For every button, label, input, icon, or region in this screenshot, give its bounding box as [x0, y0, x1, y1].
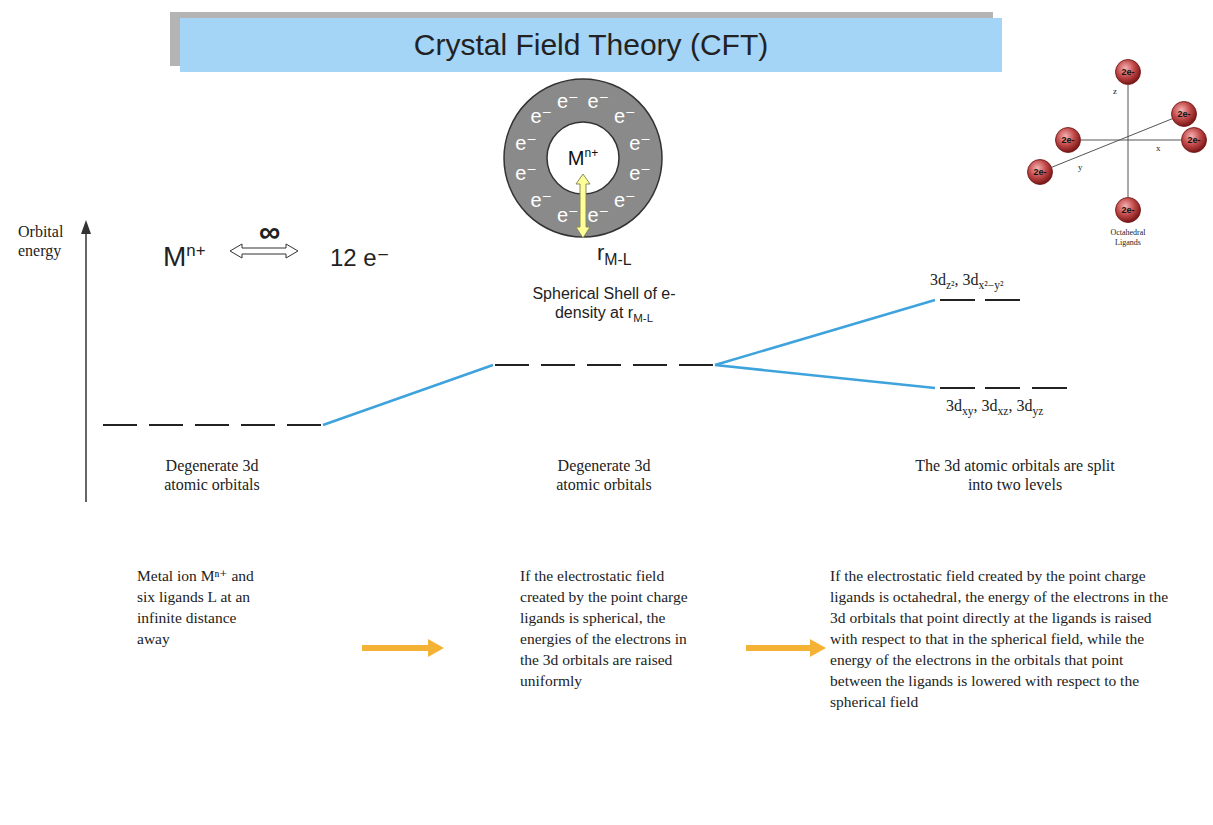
step-note-text: Metal ion Mⁿ⁺ and six ligands L at an in… — [137, 567, 254, 647]
electron-label: e⁻ — [557, 91, 579, 111]
flow-arrow — [746, 645, 812, 651]
ligand-charge: 2e- — [1187, 136, 1200, 145]
electron-label: e⁻ — [587, 205, 609, 225]
axis-letter: y — [1078, 162, 1083, 173]
t2g-label-text: , 3d — [1008, 397, 1032, 414]
eg-label-text: , 3d — [955, 271, 979, 288]
ligand-charge: 2e- — [1177, 110, 1190, 119]
level-caption-text: Degenerate 3d atomic orbitals — [556, 457, 652, 493]
ion-symbol: Mn+ — [568, 146, 598, 170]
electron-count-text: 12 e⁻ — [330, 244, 389, 271]
level-caption-text: Degenerate 3d atomic orbitals — [164, 457, 260, 493]
ligand-sphere: 2e- — [1181, 127, 1207, 153]
electron-label: e⁻ — [515, 163, 537, 183]
ion-label: Mn+ — [163, 240, 205, 274]
axis-letter: x — [1156, 143, 1161, 154]
t2g-label-text: xz — [998, 405, 1009, 417]
title-text: Crystal Field Theory (CFT) — [414, 28, 769, 62]
radius-label: rM-L — [597, 240, 632, 269]
ion-label-text: M — [163, 241, 186, 272]
ligand-sphere: 2e- — [1115, 197, 1141, 223]
eg-label-text: 3d — [930, 271, 946, 288]
coordinate-axis — [1052, 119, 1172, 167]
energy-axis — [85, 232, 87, 502]
shell-label-text: Spherical Shell of e- density at r — [532, 285, 675, 321]
coordinate-axis — [1128, 85, 1129, 197]
level-caption-text: The 3d atomic orbitals are split into tw… — [915, 457, 1115, 493]
axis-letter-text: y — [1078, 162, 1083, 172]
ligand-sphere: 2e- — [1027, 159, 1053, 185]
level-caption: Degenerate 3d atomic orbitals — [142, 456, 282, 494]
axis-letter: z — [1113, 86, 1117, 97]
step-note: If the electrostatic field created by th… — [520, 565, 708, 691]
radius-label-text: r — [597, 240, 604, 265]
figure-caption-text: Octahedral Ligands — [1110, 228, 1145, 247]
eg-label: 3dz², 3dx²−y² — [930, 270, 1004, 293]
shell-label-text: M-L — [633, 312, 653, 324]
t2g-label-text: yz — [1032, 405, 1043, 417]
level-caption: The 3d atomic orbitals are split into tw… — [915, 456, 1115, 494]
axis-label: Orbital energy — [18, 222, 82, 260]
infinity-label-text: ∞ — [259, 215, 280, 248]
eg-label-text: z² — [946, 279, 955, 291]
t2g-label-text: 3d — [946, 397, 962, 414]
electron-count: 12 e⁻ — [330, 244, 389, 273]
electron-label: e⁻ — [629, 133, 651, 153]
step-note: If the electrostatic field created by th… — [830, 565, 1175, 712]
step-note-text: If the electrostatic field created by th… — [830, 567, 1168, 710]
electron-label: e⁻ — [614, 106, 636, 126]
electron-label: e⁻ — [557, 205, 579, 225]
flow-arrow — [362, 645, 430, 651]
axis-arrowhead — [81, 220, 91, 234]
ligand-charge: 2e- — [1121, 206, 1134, 215]
radius-label-text: M-L — [604, 251, 631, 268]
eg-label-text: x²−y² — [979, 279, 1004, 291]
level-caption: Degenerate 3d atomic orbitals — [534, 456, 674, 494]
axis-letter-text: x — [1156, 143, 1161, 153]
flow-arrowhead — [428, 639, 444, 657]
metal-ion: Mn+ — [546, 121, 620, 195]
flow-arrowhead — [810, 639, 826, 657]
ligand-sphere: 2e- — [1055, 127, 1081, 153]
electron-label: e⁻ — [530, 106, 552, 126]
ligand-sphere: 2e- — [1171, 101, 1197, 127]
t2g-label: 3dxy, 3dxz, 3dyz — [946, 396, 1043, 419]
ligand-charge: 2e- — [1033, 168, 1046, 177]
step-note-text: If the electrostatic field created by th… — [520, 567, 688, 689]
electron-label: e⁻ — [629, 163, 651, 183]
infinity-label: ∞ — [259, 214, 280, 250]
electron-label: e⁻ — [614, 190, 636, 210]
coordinate-axis — [1081, 140, 1181, 141]
axis-label-text: Orbital energy — [18, 223, 63, 259]
electron-label: e⁻ — [587, 91, 609, 111]
figure-caption: Octahedral Ligands — [1100, 228, 1156, 247]
ligand-charge: 2e- — [1121, 68, 1134, 77]
electron-label: e⁻ — [530, 190, 552, 210]
ion-text: M — [568, 147, 585, 169]
shell-label: Spherical Shell of e- density at rM-L — [516, 284, 692, 326]
t2g-label-text: , 3d — [974, 397, 998, 414]
axis-letter-text: z — [1113, 86, 1117, 96]
electron-shell: e⁻e⁻e⁻e⁻e⁻e⁻e⁻e⁻e⁻e⁻e⁻e⁻Mn+ — [503, 78, 663, 238]
ligand-charge: 2e- — [1061, 136, 1074, 145]
step-note: Metal ion Mⁿ⁺ and six ligands L at an in… — [137, 565, 267, 649]
ion-text: n+ — [584, 146, 598, 160]
ligand-sphere: 2e- — [1115, 59, 1141, 85]
t2g-label-text: xy — [962, 405, 974, 417]
ion-label-text: n+ — [186, 241, 205, 260]
title-banner: Crystal Field Theory (CFT) — [180, 18, 1002, 72]
electron-label: e⁻ — [515, 133, 537, 153]
